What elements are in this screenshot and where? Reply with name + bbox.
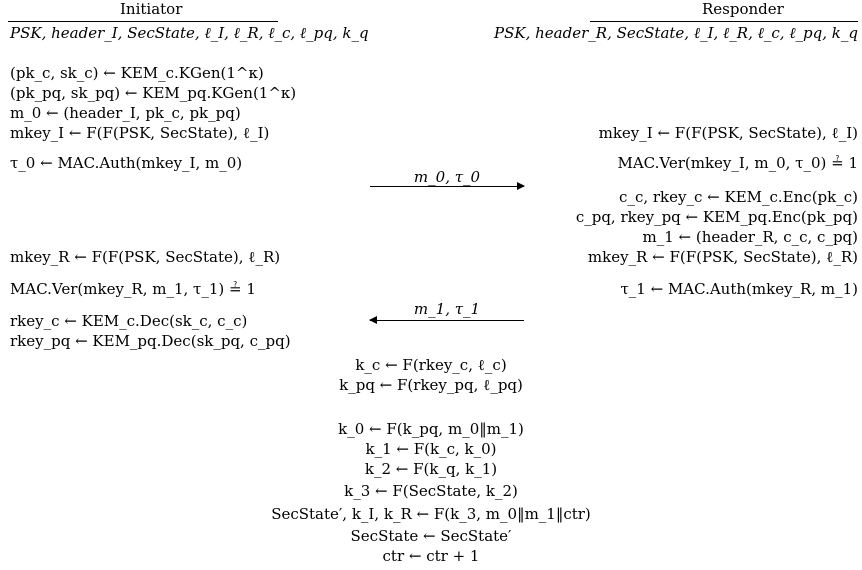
initiator-step: mkey_I ← F(F(PSK, SecState), ℓ_I) <box>10 124 270 142</box>
initiator-step: (pk_c, sk_c) ← KEM_c.KGen(1^κ) <box>10 64 264 82</box>
derivation-step: ctr ← ctr + 1 <box>382 547 480 565</box>
arrow-right-icon <box>517 182 525 190</box>
arrow-left-icon <box>369 316 377 324</box>
message-1-label: m_0, τ_0 <box>413 168 481 186</box>
initiator-header-rule <box>8 21 278 22</box>
responder-step: c_pq, rkey_pq ← KEM_pq.Enc(pk_pq) <box>575 208 858 226</box>
initiator-inputs: PSK, header_I, SecState, ℓ_I, ℓ_R, ℓ_c, … <box>10 24 369 42</box>
responder-step: m_1 ← (header_R, c_c, c_pq) <box>642 228 858 246</box>
derivation-step: k_2 ← F(k_q, k_1) <box>364 460 498 478</box>
derivation-step: k_c ← F(rkey_c, ℓ_c) <box>355 356 507 374</box>
responder-header-rule <box>590 21 858 22</box>
derivation-step: k_pq ← F(rkey_pq, ℓ_pq) <box>339 376 523 394</box>
initiator-step: mkey_R ← F(F(PSK, SecState), ℓ_R) <box>10 248 281 266</box>
initiator-step: rkey_pq ← KEM_pq.Dec(sk_pq, c_pq) <box>10 332 291 350</box>
initiator-step: rkey_c ← KEM_c.Dec(sk_c, c_c) <box>10 312 248 330</box>
derivation-step: k_0 ← F(k_pq, m_0‖m_1) <box>338 420 524 438</box>
responder-step: τ_1 ← MAC.Auth(mkey_R, m_1) <box>620 280 859 298</box>
message-2-arrow <box>369 316 524 324</box>
initiator-step: m_0 ← (header_I, pk_c, pk_pq) <box>10 104 241 122</box>
initiator-step: MAC.Ver(mkey_R, m_1, τ_1) ≟ 1 <box>10 280 256 298</box>
derivation-step: SecState ← SecState′ <box>350 527 512 545</box>
derivation-step: k_3 ← F(SecState, k_2) <box>344 482 518 500</box>
message-1-arrow <box>370 182 525 190</box>
initiator-step: (pk_pq, sk_pq) ← KEM_pq.KGen(1^κ) <box>10 84 297 102</box>
responder-step: mkey_R ← F(F(PSK, SecState), ℓ_R) <box>587 248 858 266</box>
responder-step: mkey_I ← F(F(PSK, SecState), ℓ_I) <box>598 124 858 142</box>
responder-step: MAC.Ver(mkey_I, m_0, τ_0) ≟ 1 <box>617 154 858 172</box>
message-2-label: m_1, τ_1 <box>413 300 481 318</box>
initiator-step: τ_0 ← MAC.Auth(mkey_I, m_0) <box>10 154 243 172</box>
derivation-step: SecState′, k_I, k_R ← F(k_3, m_0‖m_1‖ctr… <box>271 505 591 523</box>
responder-step: c_c, rkey_c ← KEM_c.Enc(pk_c) <box>619 188 858 206</box>
initiator-header: Initiator <box>120 0 183 18</box>
responder-header: Responder <box>702 0 784 18</box>
derivation-step: k_1 ← F(k_c, k_0) <box>365 440 497 458</box>
responder-inputs: PSK, header_R, SecState, ℓ_I, ℓ_R, ℓ_c, … <box>494 24 858 42</box>
